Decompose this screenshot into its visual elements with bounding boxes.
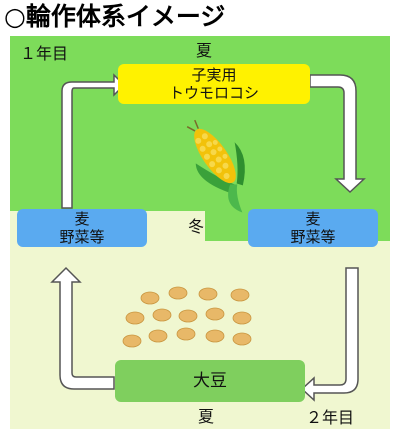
wheat-box-left: 麦 野菜等 <box>17 209 147 247</box>
arrow-to-wheat-right <box>309 74 366 194</box>
rotation-diagram: １年目 夏 冬 夏 ２年目 子実用 トウモロコシ 麦 野菜等 麦 野菜等 大豆 <box>10 36 390 429</box>
summer-bottom-label: 夏 <box>198 407 215 426</box>
year1-label: １年目 <box>20 44 69 63</box>
soybeans-icon <box>122 286 252 348</box>
summer-top-label: 夏 <box>196 41 213 60</box>
corn-box: 子実用 トウモロコシ <box>118 64 310 104</box>
page-title: ○輪作体系イメージ <box>4 2 226 31</box>
soybean-box: 大豆 <box>115 360 305 402</box>
year2-label: ２年目 <box>306 408 355 427</box>
winter-label: 冬 <box>188 217 205 236</box>
wheat-left-line2: 野菜等 <box>59 228 105 246</box>
corn-box-line2: トウモロコシ <box>168 84 259 102</box>
wheat-right-line1: 麦 <box>305 210 321 228</box>
arrow-to-soybean <box>300 267 359 402</box>
arrow-to-wheat-left <box>50 266 115 390</box>
corn-box-line1: 子実用 <box>191 66 237 84</box>
wheat-left-line1: 麦 <box>74 210 90 228</box>
wheat-right-line2: 野菜等 <box>290 228 336 246</box>
wheat-box-right: 麦 野菜等 <box>248 209 378 247</box>
soybean-box-label: 大豆 <box>193 371 227 391</box>
corn-icon <box>186 119 245 213</box>
